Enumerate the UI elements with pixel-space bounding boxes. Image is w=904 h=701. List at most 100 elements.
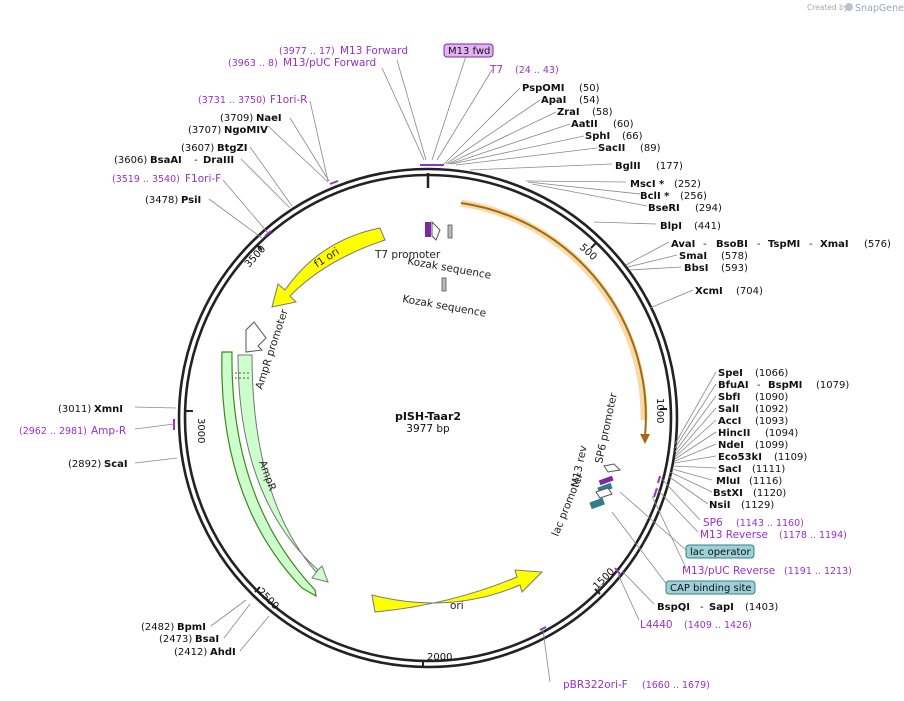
kozak-block-1[interactable]: [447, 224, 453, 239]
site-bcli[interactable]: BclI *: [640, 191, 670, 202]
t7-primer-range: (24 .. 43): [515, 65, 559, 76]
m13-fwd-badge[interactable]: M13 fwd: [443, 43, 494, 58]
site-xmai[interactable]: XmaI: [820, 239, 849, 250]
pbr322-mark[interactable]: [539, 626, 547, 631]
site-bsobi[interactable]: BsoBI: [716, 239, 748, 250]
site-aatii[interactable]: AatII: [571, 119, 598, 130]
orf-arc[interactable]: [460, 202, 647, 437]
site-bspmi[interactable]: BspMI: [768, 380, 802, 391]
snapgene-logo-icon: [845, 3, 853, 11]
ampr-promoter-arrow[interactable]: [245, 321, 267, 353]
site-ngomiv[interactable]: NgoMIV: [224, 125, 268, 136]
site-mlui-pos: (1116): [749, 476, 782, 487]
site-bseri[interactable]: BseRI: [648, 203, 680, 214]
site-spei[interactable]: SpeI: [718, 368, 743, 379]
site-bstxi[interactable]: BstXI: [713, 488, 743, 499]
sp6-mark[interactable]: [657, 475, 661, 484]
m13-forward-name[interactable]: M13 Forward: [340, 45, 408, 57]
l4440-name[interactable]: L4440: [640, 619, 673, 631]
tick-label-1500: 1500: [591, 566, 617, 592]
ori-feature[interactable]: [371, 569, 544, 613]
tick-label-1000: 1000: [654, 398, 665, 423]
ampr-feature[interactable]: [237, 354, 329, 583]
m13-reverse-name[interactable]: M13 Reverse: [700, 529, 768, 541]
site-sbfi[interactable]: SbfI: [718, 392, 740, 403]
site-sacii[interactable]: SacII: [598, 143, 625, 154]
site-eco53ki[interactable]: Eco53kI: [718, 452, 762, 463]
site-nsii[interactable]: NsiI: [709, 500, 730, 511]
t7-promoter-arrow[interactable]: [431, 220, 441, 241]
site-bglii[interactable]: BglII: [615, 161, 641, 172]
site-pspomi-pos: (50): [579, 83, 600, 94]
site-bsaai[interactable]: BsaAI: [150, 155, 182, 166]
site-msci[interactable]: MscI *: [630, 179, 665, 190]
f1ori-r-mark[interactable]: [329, 180, 339, 185]
t7-primer-block[interactable]: [425, 222, 431, 237]
site-avai[interactable]: AvaI: [671, 239, 695, 250]
sp6-promoter-arrow[interactable]: [603, 463, 622, 473]
sp6-primer-name[interactable]: SP6: [703, 517, 723, 529]
lac-operator-badge-label: lac operator: [690, 547, 751, 558]
site-apai[interactable]: ApaI: [541, 95, 566, 106]
site-acci[interactable]: AccI: [718, 416, 741, 427]
site-mlui[interactable]: MluI: [716, 476, 740, 487]
site-xcmi[interactable]: XcmI: [695, 286, 723, 297]
site-ndei[interactable]: NdeI: [718, 440, 744, 451]
site-pspomi[interactable]: PspOMI: [522, 83, 564, 94]
f1-ori-feature[interactable]: [271, 227, 386, 308]
site-sphi[interactable]: SphI: [585, 131, 610, 142]
site-smai-pos: (578): [721, 251, 748, 262]
m13-fwd-badge-label: M13 fwd: [448, 46, 490, 57]
site-bseri-pos: (294): [695, 203, 722, 214]
site-bsaai-pos: (3606): [114, 155, 147, 166]
kozak-label-2: Kozak sequence: [401, 293, 487, 320]
site-zrai-pos: (58): [592, 107, 613, 118]
site-nsii-pos: (1129): [741, 500, 774, 511]
cap-binding-site-badge[interactable]: CAP binding site: [665, 580, 756, 595]
site-bsai[interactable]: BsaI: [195, 634, 219, 645]
cap-site-block[interactable]: [589, 497, 605, 510]
site-blpi[interactable]: BlpI: [660, 221, 682, 232]
amp-r-name[interactable]: Amp-R: [91, 425, 126, 437]
t7-primer-name[interactable]: T7: [489, 64, 503, 76]
site-btgzi[interactable]: BtgZI: [217, 143, 248, 154]
site-naei[interactable]: NaeI: [256, 113, 282, 124]
f1ori-r-name[interactable]: F1ori-R: [270, 94, 307, 106]
site-psii[interactable]: PsiI: [181, 195, 201, 206]
orf-arrowhead: [640, 434, 650, 444]
site-scai[interactable]: ScaI: [104, 459, 128, 470]
site-smai[interactable]: SmaI: [679, 251, 707, 262]
sp6-primer-block[interactable]: [598, 475, 614, 486]
kozak-block-2[interactable]: [441, 277, 447, 292]
f1ori-f-name[interactable]: F1ori-F: [185, 173, 221, 185]
site-sali[interactable]: SalI: [718, 404, 739, 415]
pbr322-range: (1660 .. 1679): [642, 680, 710, 691]
lac-operator-badge[interactable]: lac operator: [685, 544, 755, 559]
site-bspqi[interactable]: BspQI: [657, 602, 690, 613]
lac-promoter-arrow[interactable]: [595, 487, 613, 499]
site-ahdi[interactable]: AhdI: [210, 647, 236, 658]
site-sapi[interactable]: SapI: [709, 602, 734, 613]
site-hincii[interactable]: HincII: [718, 428, 750, 439]
site-bbsi[interactable]: BbsI: [684, 263, 708, 274]
m13-puc-forward-name[interactable]: M13/pUC Forward: [283, 57, 376, 69]
site-bpmi[interactable]: BpmI: [177, 622, 206, 633]
site-saci-pos: (1111): [752, 464, 785, 475]
site-ahdi-pos: (2412): [174, 647, 207, 658]
ori-label: ori: [450, 600, 464, 612]
site-ndei-pos: (1099): [755, 440, 788, 451]
m13-reverse-mark[interactable]: [653, 487, 658, 498]
site-tspmi[interactable]: TspMI: [768, 239, 800, 250]
site-xmni[interactable]: XmnI: [94, 404, 123, 415]
restriction-sites-right: PspOMI (50) ApaI (54) ZraI (58) AatII (6…: [522, 83, 891, 613]
m13-puc-reverse-name[interactable]: M13/pUC Reverse: [682, 565, 775, 577]
snapgene-branding: Created by SnapGene: [807, 3, 904, 14]
pbr322-name[interactable]: pBR322ori-F: [563, 679, 628, 691]
site-zrai[interactable]: ZraI: [557, 107, 580, 118]
l4440-mark[interactable]: [614, 567, 621, 575]
svg-text:-: -: [700, 602, 704, 613]
site-draiii[interactable]: DraIII: [203, 155, 234, 166]
f1ori-f-mark[interactable]: [264, 230, 272, 237]
site-saci[interactable]: SacI: [718, 464, 742, 475]
site-bfuai[interactable]: BfuAI: [718, 380, 749, 391]
